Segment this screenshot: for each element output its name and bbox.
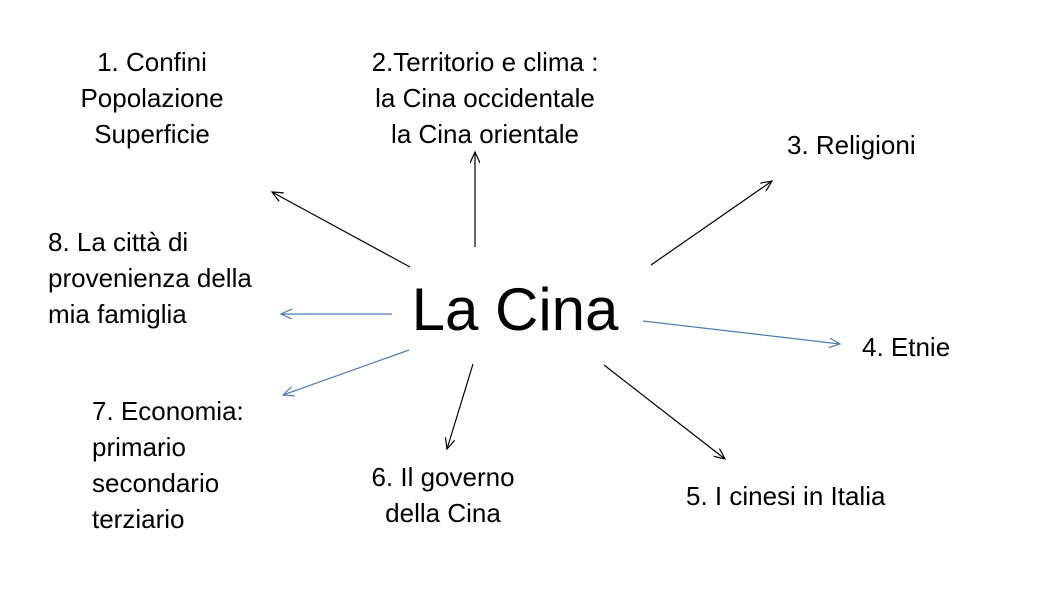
arrow-to-cinesi-italia — [603, 364, 725, 459]
topic-line: provenienza della — [48, 263, 252, 293]
topic-line: 1. Confini — [97, 47, 207, 77]
topic-line: primario — [92, 432, 186, 462]
arrow-to-religioni — [650, 181, 772, 266]
arrow-to-economia — [283, 349, 410, 395]
topic-etnie: 4. Etnie — [862, 329, 950, 365]
topic-line: 6. Il governo — [371, 462, 515, 492]
topic-line: secondario — [92, 468, 220, 498]
topic-line: terziario — [92, 504, 185, 534]
topic-line: 4. Etnie — [862, 332, 951, 362]
arrow-to-governo — [447, 363, 474, 449]
topic-line: Popolazione — [80, 83, 224, 113]
topic-governo: 6. Il governo della Cina — [343, 459, 543, 531]
topic-line: 8. La città di — [48, 227, 189, 257]
topic-territorio-clima: 2.Territorio e clima : la Cina occidenta… — [335, 44, 635, 152]
topic-line: 5. I cinesi in Italia — [686, 481, 886, 511]
topic-citta-famiglia: 8. La città di provenienza della mia fam… — [48, 224, 252, 332]
topic-line: 2.Territorio e clima : — [371, 47, 599, 77]
topic-religioni: 3. Religioni — [787, 127, 916, 163]
topic-line: Superficie — [94, 119, 210, 149]
topic-confini: 1. Confini Popolazione Superficie — [52, 44, 252, 152]
topic-line: 3. Religioni — [787, 130, 916, 160]
topic-economia: 7. Economia: primario secondario terziar… — [92, 393, 244, 537]
topic-line: mia famiglia — [48, 299, 187, 329]
topic-line: della Cina — [385, 498, 501, 528]
topic-line: 7. Economia: — [92, 396, 244, 426]
topic-line: la Cina orientale — [391, 119, 579, 149]
arrow-to-etnie — [642, 320, 840, 344]
topic-cinesi-italia: 5. I cinesi in Italia — [686, 478, 885, 514]
topic-line: la Cina occidentale — [375, 83, 595, 113]
arrow-to-confini — [272, 192, 411, 268]
central-topic: La Cina — [411, 276, 619, 343]
